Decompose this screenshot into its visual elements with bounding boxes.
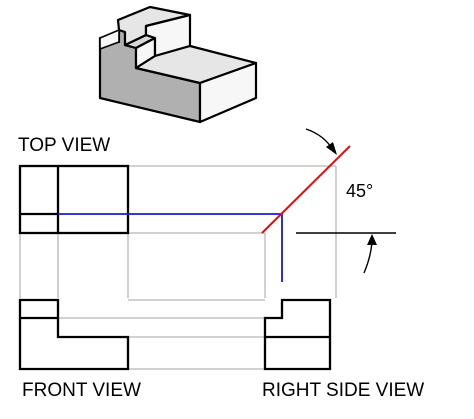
- iso-low-top-face: [134, 44, 258, 85]
- iso-notch-face: [99, 29, 120, 50]
- top-view-label: TOP VIEW: [18, 135, 111, 156]
- angle-arrow-upper-head: [326, 142, 337, 155]
- side-view-drawing: [263, 298, 332, 371]
- front-view-label: FRONT VIEW: [22, 380, 141, 401]
- angle-label: 45°: [346, 181, 374, 201]
- angle-arrows: [305, 128, 377, 274]
- isometric-block: [98, 5, 258, 124]
- front-view-drawing: [18, 298, 130, 371]
- iso-low-front-face: [198, 61, 258, 124]
- transfer-line: [58, 213, 283, 282]
- top-view-drawing: [18, 164, 130, 235]
- projection-lines: [19, 165, 337, 370]
- angle-arrow-lower-head: [367, 234, 377, 245]
- miter-line: [261, 145, 351, 234]
- right-side-view-label: RIGHT SIDE VIEW: [262, 380, 425, 401]
